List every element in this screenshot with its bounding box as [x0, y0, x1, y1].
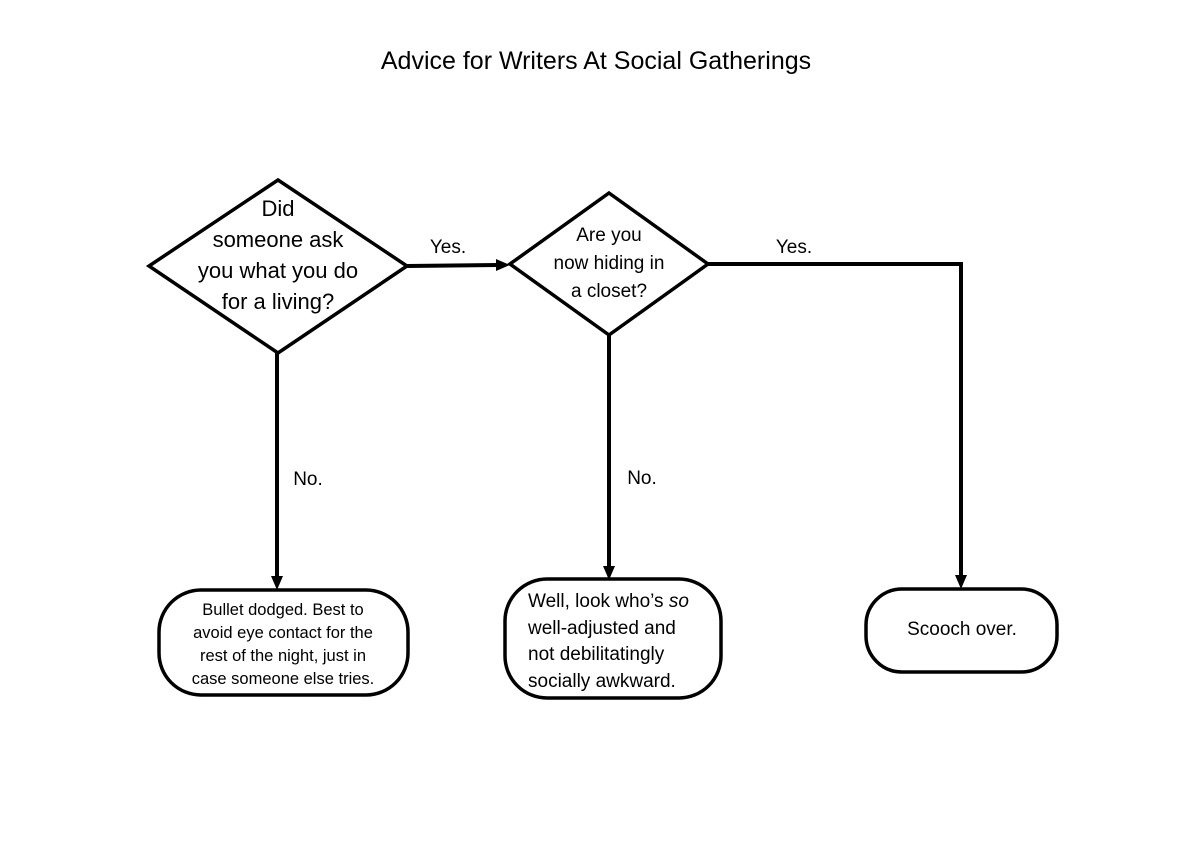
outcome-2-line: well-adjusted and — [528, 617, 676, 639]
decision-1-line: for a living? — [221, 289, 335, 314]
connector-q2-yes — [708, 262, 963, 577]
diagram-title: Advice for Writers At Social Gatherings — [380, 47, 812, 75]
outcome-2-line: not debilitatingly — [528, 644, 665, 665]
decision-1-line: Did — [261, 196, 295, 221]
outcome-1-text: Bullet dodged. Best to avoid eye contact… — [170, 599, 396, 691]
decision-1-line: you what you do — [197, 258, 359, 283]
edge-label-q1-no: No. — [293, 469, 323, 490]
outcome-1-line: case someone else tries. — [191, 670, 375, 688]
decision-1-line: someone ask — [212, 227, 344, 252]
outcome-2-line: socially awkward. — [528, 670, 676, 692]
outcome-2-emphasis: so — [668, 591, 689, 612]
edge-label-q2-no: No. — [627, 468, 657, 489]
outcome-2-line-1: Well, look who’s so — [528, 589, 710, 616]
arrowhead-q1-yes — [496, 259, 510, 271]
outcome-2-line-1-pre: Well, look who’s — [528, 591, 669, 612]
decision-1-text: Did someone ask you what you do for a li… — [178, 193, 378, 317]
outcome-1-line: Bullet dodged. Best to — [202, 601, 364, 619]
outcome-box-3 — [864, 587, 1059, 674]
outcome-1-line: avoid eye contact for the — [193, 624, 373, 642]
arrowhead-q1-no — [271, 576, 283, 590]
decision-2-line: now hiding in — [553, 253, 665, 274]
edge-label-q2-yes: Yes. — [775, 237, 813, 258]
decision-2-text: Are you now hiding in a closet? — [528, 222, 690, 306]
arrowhead-q2-no — [603, 566, 615, 580]
outcome-box-2 — [503, 577, 723, 700]
edge-label-q1-yes: Yes. — [429, 237, 467, 258]
decision-2-line: Are you — [576, 225, 642, 246]
outcome-1-line: rest of the night, just in — [199, 647, 366, 665]
decision-2-line: a closet? — [570, 281, 648, 302]
connector-q1-yes — [406, 263, 499, 268]
outcome-box-1 — [157, 588, 410, 697]
outcome-3-text: Scooch over. — [907, 619, 1017, 640]
arrowhead-q2-yes — [955, 575, 967, 589]
outcome-2-text: Well, look who’s so well-adjusted and no… — [514, 589, 710, 695]
